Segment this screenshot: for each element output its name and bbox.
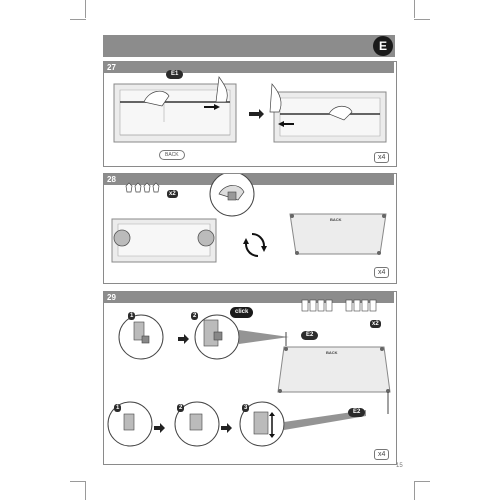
clips-quantity: x2 [167, 190, 178, 198]
step-tab [104, 292, 394, 303]
quantity-label: x4 [374, 152, 390, 163]
callout-1b: 1 [114, 404, 122, 412]
label-back: BACK [159, 150, 185, 160]
step-28-panel: 28 x2 BACK x4 [103, 173, 397, 284]
step-29-panel: 29 [103, 291, 397, 465]
step-number: 28 [107, 175, 116, 184]
step-number: 27 [107, 63, 116, 72]
step-tab [104, 62, 394, 73]
step-27-panel: 27 E1 BACK x4 [103, 61, 397, 167]
crop-mark [414, 0, 415, 18]
crop-mark [85, 0, 86, 18]
section-badge: E [373, 36, 393, 56]
board-label: BACK [326, 350, 338, 355]
quantity-label: x4 [374, 267, 390, 278]
board-e1-illustration [113, 76, 387, 143]
clip-assembly-illustration [107, 299, 391, 447]
label-e2-bottom: E2 [348, 408, 366, 417]
callout-3: 3 [242, 404, 250, 412]
callout-2: 2 [191, 312, 199, 320]
callout-2b: 2 [177, 404, 185, 412]
board-label: BACK [330, 217, 342, 222]
page-number: 15 [396, 463, 403, 469]
quantity-label: x4 [374, 449, 390, 460]
label-e1: E1 [166, 70, 184, 79]
step-number: 29 [107, 293, 116, 302]
clips-quantity: x2 [370, 320, 381, 328]
crop-mark [85, 482, 86, 500]
label-e2-top: E2 [301, 331, 319, 340]
crop-mark [70, 481, 86, 482]
crop-mark [414, 19, 430, 20]
crop-mark [414, 482, 415, 500]
callout-1: 1 [128, 312, 136, 320]
crop-mark [414, 481, 430, 482]
clips-illustration [111, 174, 387, 263]
crop-mark [70, 19, 86, 20]
section-header-bar [103, 35, 395, 57]
click-label: click [230, 307, 254, 318]
